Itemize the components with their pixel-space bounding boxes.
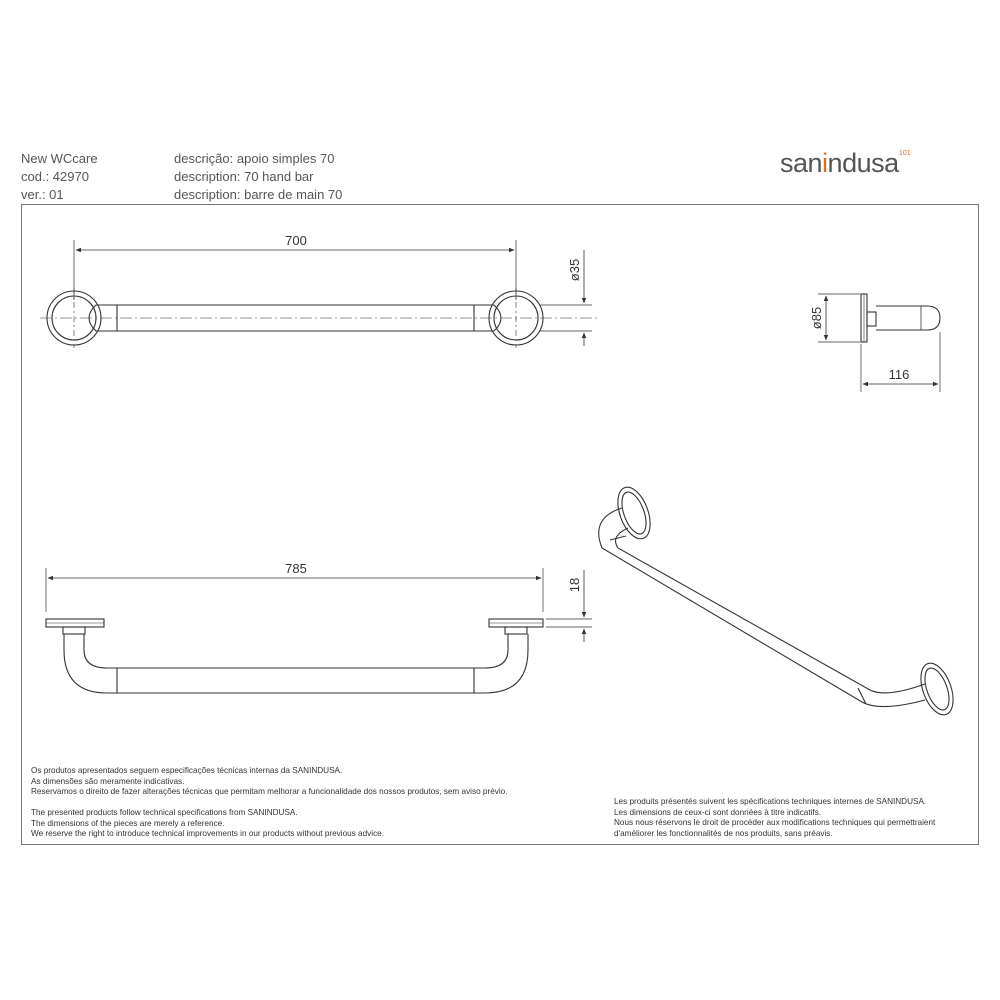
note-line: Les produits présentés suivent les spéci… <box>614 797 927 806</box>
dim-text-depth: 116 <box>889 367 910 382</box>
description-pt: descrição: apoio simples 70 <box>174 151 335 166</box>
flange-iso-bottom <box>920 662 954 716</box>
logo-accent-letter: i <box>822 148 828 178</box>
grab-bar-front <box>63 634 529 694</box>
note-line: The presented products follow technical … <box>31 808 298 817</box>
note-line: The dimensions of the pieces are merely … <box>31 818 225 828</box>
description-en: description: 70 hand bar <box>174 169 314 184</box>
dim-text-length-top: 700 <box>285 233 307 248</box>
isometric-view <box>598 486 954 716</box>
dim-text-flange-diameter: ø85 <box>809 307 824 329</box>
note-line: Reservamos o direito de fazer alterações… <box>31 787 508 796</box>
product-info: New WCcare cod.: 42970 ver.: 01 <box>21 150 98 204</box>
dim-text-length-front: 785 <box>285 561 307 576</box>
disclaimer-fr: Les produits présentés suivent les spéci… <box>614 797 935 839</box>
logo-text-part1: san <box>780 148 823 178</box>
top-view <box>40 240 600 348</box>
disclaimer-en: The presented products follow technical … <box>31 808 384 840</box>
drawing-frame <box>21 204 979 845</box>
brand-logo: sanindusa 101 <box>780 148 911 179</box>
note-line: Les dimensions de ceux-ci sont données à… <box>614 807 822 817</box>
product-code: cod.: 42970 <box>21 169 89 184</box>
dim-text-bar-diameter: ø35 <box>567 259 582 281</box>
flange-iso-top <box>617 486 651 540</box>
side-view <box>818 293 941 392</box>
disclaimer-pt: Os produtos apresentados seguem especifi… <box>31 766 507 798</box>
note-line: Os produtos apresentados seguem especifi… <box>31 766 343 775</box>
note-line: d'améliorer les fonctionnalités de nos p… <box>614 828 833 838</box>
dim-text-flange-thickness: 18 <box>567 578 582 592</box>
description-fr: description: barre de main 70 <box>174 187 343 202</box>
product-family: New WCcare <box>21 151 98 166</box>
note-line: As dimensões são meramente indicativas. <box>31 776 185 786</box>
front-view <box>45 568 592 694</box>
logo-mark: 101 <box>898 150 911 157</box>
note-line: Nous nous réservons le droit de procéder… <box>614 818 936 827</box>
product-descriptions: descrição: apoio simples 70 description:… <box>174 150 342 204</box>
note-line: We reserve the right to introduce techni… <box>31 829 384 838</box>
grab-bar-iso <box>598 507 926 708</box>
product-version: ver.: 01 <box>21 187 64 202</box>
logo-text-part2: ndusa <box>827 148 900 178</box>
